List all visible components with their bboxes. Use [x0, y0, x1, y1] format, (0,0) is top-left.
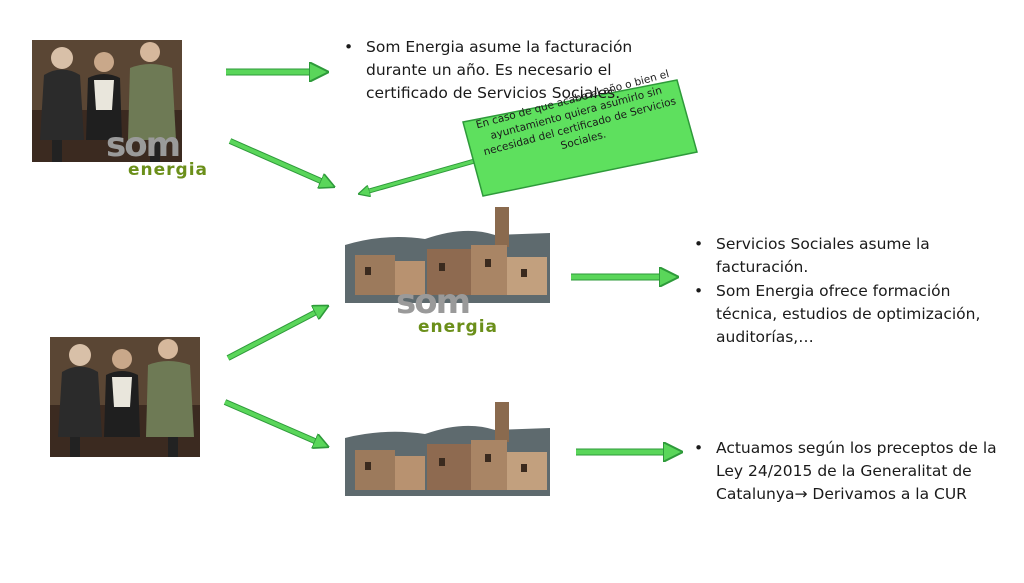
elderly-people-photo-top	[32, 40, 182, 162]
som-energia-logo-top: som energia	[106, 128, 216, 184]
arrow-top-diagonal	[228, 138, 330, 185]
town-photo-bottom	[345, 400, 550, 496]
logo-sub: energia	[128, 160, 209, 180]
text-block-servicios-sociales: Servicios Sociales asume la facturación.…	[690, 233, 990, 350]
logo-word: som	[106, 125, 181, 165]
bullet-item: Actuamos según los preceptos de la Ley 2…	[690, 437, 1010, 506]
arrow-callout	[362, 157, 479, 193]
town-photo-middle	[345, 205, 550, 303]
logo-sub: energia	[418, 317, 499, 337]
arrow-bottom-up	[226, 308, 324, 361]
text-block-som-energia: Som Energia asume la facturación durante…	[340, 36, 660, 106]
elderly-people-photo-bottom	[50, 337, 200, 457]
bullet-item: Som Energia asume la facturación durante…	[340, 36, 660, 105]
bullet-item: Servicios Sociales asume la facturación.	[690, 233, 990, 279]
bullet-item: Som Energia ofrece formación técnica, es…	[690, 280, 990, 349]
som-energia-logo-middle: som energia	[396, 285, 506, 341]
logo-word: som	[396, 282, 471, 322]
text-block-ley: Actuamos según los preceptos de la Ley 2…	[690, 437, 1010, 507]
arrow-bottom-down	[223, 399, 324, 445]
